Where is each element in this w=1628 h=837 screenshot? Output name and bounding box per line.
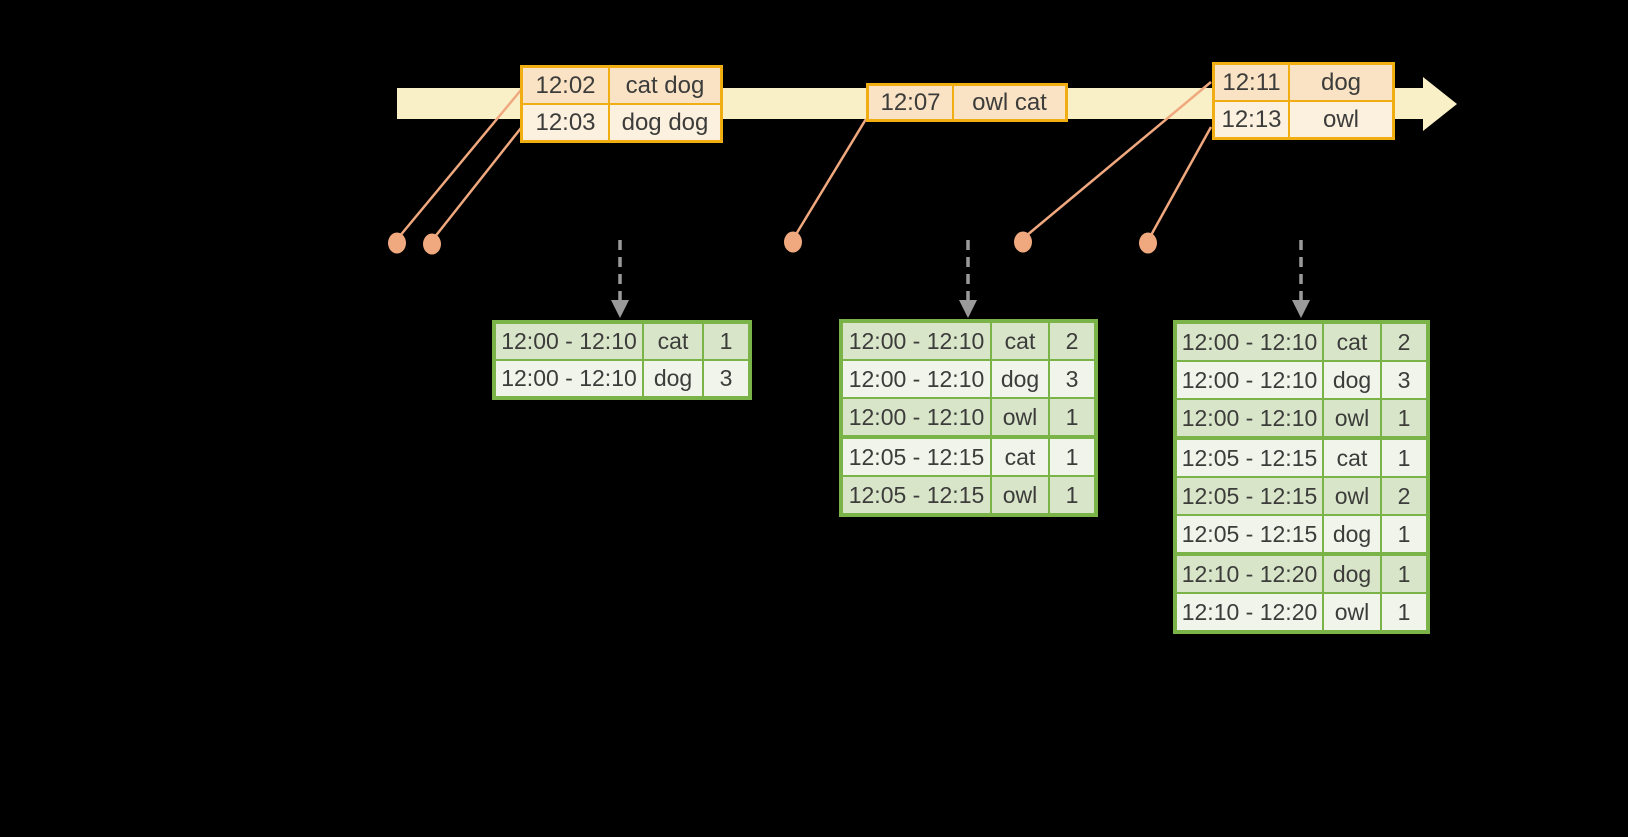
connector-lines <box>398 81 1213 239</box>
result-row: 12:05 - 12:15 cat 1 <box>1177 440 1426 476</box>
word-cell: cat <box>992 439 1048 475</box>
window-cell: 12:05 - 12:15 <box>843 477 990 513</box>
word-cell: owl <box>1324 478 1380 514</box>
window-cell: 12:05 - 12:15 <box>1177 516 1322 552</box>
word-cell: cat <box>1324 440 1380 476</box>
event-words-cell: dog <box>1290 65 1392 100</box>
count-cell: 3 <box>704 361 748 396</box>
window-cell: 12:05 - 12:15 <box>1177 478 1322 514</box>
connector-line <box>1148 126 1213 238</box>
timeline-arrowhead-icon <box>1423 77 1457 131</box>
count-cell: 1 <box>1382 516 1426 552</box>
word-cell: dog <box>644 361 702 396</box>
stream-dot <box>1139 232 1157 254</box>
count-cell: 1 <box>1382 594 1426 630</box>
result-row: 12:00 - 12:10 cat 1 <box>496 324 748 359</box>
stream-dot <box>388 232 406 254</box>
word-cell: owl <box>992 477 1048 513</box>
window-cell: 12:00 - 12:10 <box>843 323 990 359</box>
word-cell: cat <box>1324 324 1380 360</box>
word-cell: cat <box>644 324 702 359</box>
word-cell: owl <box>1324 400 1380 436</box>
word-cell: dog <box>1324 362 1380 398</box>
result-row: 12:00 - 12:10 cat 2 <box>843 323 1094 359</box>
trigger-arrowheads <box>611 300 1310 318</box>
result-row: 12:10 - 12:20 dog 1 <box>1177 556 1426 592</box>
window-cell: 12:00 - 12:10 <box>843 399 990 435</box>
stream-dot <box>784 231 802 253</box>
window-cell: 12:00 - 12:10 <box>843 361 990 397</box>
event-words-cell: owl <box>1290 102 1392 137</box>
result-row: 12:00 - 12:10 dog 3 <box>1177 362 1426 398</box>
window-cell: 12:00 - 12:10 <box>1177 362 1322 398</box>
event-row: 12:11 dog <box>1215 65 1392 100</box>
event-row: 12:07 owl cat <box>869 86 1065 119</box>
event-time-cell: 12:02 <box>523 68 608 103</box>
window-cell: 12:10 - 12:20 <box>1177 556 1322 592</box>
result-table-3: 12:00 - 12:10 cat 2 12:00 - 12:10 dog 3 … <box>1173 320 1430 634</box>
window-cell: 12:00 - 12:10 <box>496 361 642 396</box>
count-cell: 1 <box>1050 477 1094 513</box>
event-row: 12:03 dog dog <box>523 105 720 140</box>
event-table-1: 12:02 cat dog 12:03 dog dog <box>520 65 723 143</box>
count-cell: 1 <box>1382 400 1426 436</box>
event-row: 12:02 cat dog <box>523 68 720 103</box>
connector-line <box>433 127 522 239</box>
result-row: 12:00 - 12:10 owl 1 <box>843 399 1094 435</box>
event-table-3: 12:11 dog 12:13 owl <box>1212 62 1395 140</box>
event-table-2: 12:07 owl cat <box>866 83 1068 122</box>
word-cell: dog <box>992 361 1048 397</box>
trigger-arrowhead-icon <box>959 300 977 318</box>
count-cell: 2 <box>1050 323 1094 359</box>
event-time-cell: 12:11 <box>1215 65 1288 100</box>
word-cell: dog <box>1324 556 1380 592</box>
count-cell: 3 <box>1382 362 1426 398</box>
trigger-arrowhead-icon <box>1292 300 1310 318</box>
result-row: 12:05 - 12:15 owl 1 <box>843 477 1094 513</box>
event-row: 12:13 owl <box>1215 102 1392 137</box>
word-cell: cat <box>992 323 1048 359</box>
stream-dot <box>423 233 441 255</box>
connector-line <box>1025 81 1212 237</box>
count-cell: 1 <box>1050 399 1094 435</box>
result-row: 12:05 - 12:15 cat 1 <box>843 439 1094 475</box>
word-cell: dog <box>1324 516 1380 552</box>
word-cell: owl <box>992 399 1048 435</box>
window-cell: 12:00 - 12:10 <box>1177 324 1322 360</box>
result-row: 12:05 - 12:15 owl 2 <box>1177 478 1426 514</box>
result-row: 12:00 - 12:10 cat 2 <box>1177 324 1426 360</box>
word-cell: owl <box>1324 594 1380 630</box>
connector-line <box>793 118 868 237</box>
trigger-arrows <box>618 240 1303 302</box>
event-words-cell: owl cat <box>954 86 1065 119</box>
count-cell: 1 <box>1382 440 1426 476</box>
count-cell: 3 <box>1050 361 1094 397</box>
stream-dots <box>388 231 1157 255</box>
event-words-cell: cat dog <box>610 68 720 103</box>
result-row: 12:00 - 12:10 dog 3 <box>843 361 1094 397</box>
result-table-1: 12:00 - 12:10 cat 1 12:00 - 12:10 dog 3 <box>492 320 752 400</box>
stream-dot <box>1014 231 1032 253</box>
count-cell: 1 <box>1050 439 1094 475</box>
window-cell: 12:05 - 12:15 <box>843 439 990 475</box>
window-cell: 12:00 - 12:10 <box>496 324 642 359</box>
connector-line <box>398 89 522 238</box>
count-cell: 1 <box>704 324 748 359</box>
count-cell: 1 <box>1382 556 1426 592</box>
count-cell: 2 <box>1382 478 1426 514</box>
count-cell: 2 <box>1382 324 1426 360</box>
event-time-cell: 12:03 <box>523 105 608 140</box>
result-row: 12:00 - 12:10 dog 3 <box>496 361 748 396</box>
event-time-cell: 12:07 <box>869 86 952 119</box>
window-cell: 12:05 - 12:15 <box>1177 440 1322 476</box>
event-time-cell: 12:13 <box>1215 102 1288 137</box>
event-words-cell: dog dog <box>610 105 720 140</box>
window-cell: 12:10 - 12:20 <box>1177 594 1322 630</box>
result-table-2: 12:00 - 12:10 cat 2 12:00 - 12:10 dog 3 … <box>839 319 1098 517</box>
result-row: 12:05 - 12:15 dog 1 <box>1177 516 1426 552</box>
result-row: 12:00 - 12:10 owl 1 <box>1177 400 1426 436</box>
trigger-arrowhead-icon <box>611 300 629 318</box>
result-row: 12:10 - 12:20 owl 1 <box>1177 594 1426 630</box>
window-cell: 12:00 - 12:10 <box>1177 400 1322 436</box>
